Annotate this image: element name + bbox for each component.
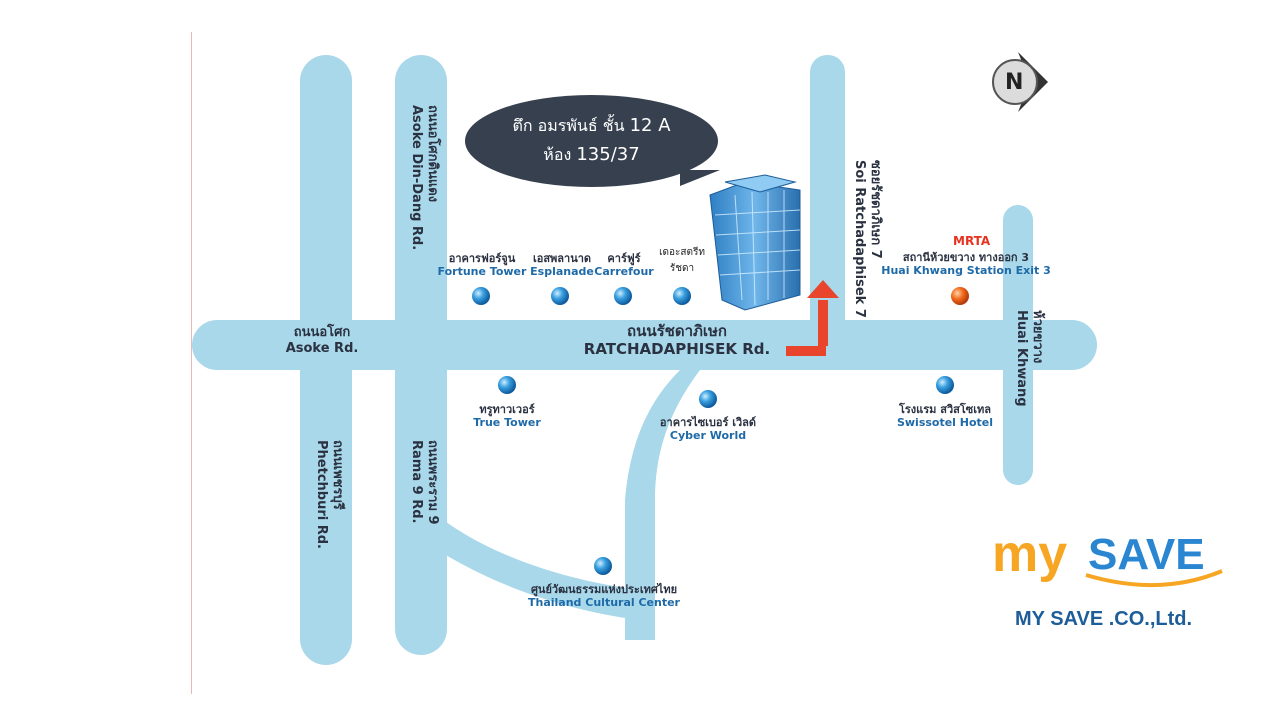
soi7-en: Soi Ratchadaphisek 7 (852, 160, 868, 318)
marker-fortune-icon (472, 287, 490, 305)
label-true-tower: ทรูทาวเวอร์ True Tower (473, 403, 541, 429)
label-soi-7-road: ซอยรัชดาภิเษก 7 Soi Ratchadaphisek 7 (852, 160, 883, 318)
label-huai-khwang-road: ห้วยขวาง Huai Khwang (1014, 310, 1045, 407)
road-soi-7 (810, 55, 845, 355)
place-markers (472, 287, 969, 575)
bubble-tail (680, 170, 720, 186)
roads (192, 55, 1097, 665)
swiss-en: Swissotel Hotel (896, 416, 994, 430)
route-arrow-icon (786, 280, 839, 356)
bubble-line-2: ห้อง 135/37 (465, 141, 718, 170)
bubble-line-1: ตึก อมรพันธ์ ชั้น 12 A (465, 112, 718, 141)
road-phetchburi (300, 55, 352, 665)
logo-my-text: my (992, 525, 1067, 583)
marker-carrefour-icon (614, 287, 632, 305)
soi7-th: ซอยรัชดาภิเษก 7 (868, 160, 883, 259)
carrefour-en: Carrefour (594, 265, 654, 279)
huaikhwang-en: Huai Khwang (1014, 310, 1030, 407)
esplanade-th: เอสพลานาด (532, 252, 592, 265)
huai-station-en: Huai Khwang Station Exit 3 (881, 264, 1051, 278)
label-asoke-road: ถนนอโศก Asoke Rd. (286, 325, 359, 356)
bubble-floor: 12 A (629, 115, 671, 137)
bubble-line-2-text: ห้อง (543, 145, 572, 164)
label-carrefour: คาร์ฟูร์ Carrefour (594, 252, 653, 278)
company-name: MY SAVE .CO.,Ltd. (1015, 608, 1193, 630)
label-ratchadaphisek-road: ถนนรัชดาภิเษก RATCHADAPHISEK Rd. (584, 322, 770, 358)
label-cyber-world: อาคารไซเบอร์ เวิลด์ Cyber World (660, 416, 756, 442)
north-compass-icon (992, 52, 1048, 112)
cultural-en: Thailand Cultural Center (528, 596, 680, 610)
true-en: True Tower (473, 416, 541, 430)
compass-letter: N (1005, 70, 1024, 95)
esplanade-en: Esplanade (530, 265, 594, 279)
bubble-line-1-text: ตึก อมรพันธ์ ชั้น (512, 116, 625, 136)
huaikhwang-th: ห้วยขวาง (1030, 310, 1045, 364)
office-building-icon (709, 174, 801, 311)
asoke-dindang-en: Asoke Din-Dang Rd. (409, 105, 425, 251)
fortune-en: Fortune Tower (437, 265, 527, 279)
asoke-dindang-th: ถนนอโศกดินแดง (425, 105, 440, 203)
street-th-1: เดอะสตรีท (659, 247, 705, 258)
mysave-logo: my SAVE (992, 525, 1223, 587)
label-huai-khwang-station: สถานีห้วยขวาง ทางออก 3 Huai Khwang Stati… (881, 251, 1051, 277)
marker-cyber-world-icon (699, 390, 717, 408)
road-rama9-curve (395, 470, 640, 620)
label-swissotel: โรงแรม สวิสโซเทล Swissotel Hotel (897, 403, 993, 429)
label-esplanade: เอสพลานาด Esplanade (530, 252, 594, 278)
marker-true-tower-icon (498, 376, 516, 394)
rama9-en: Rama 9 Rd. (409, 440, 425, 524)
asoke-th: ถนนอโศก (293, 325, 351, 340)
ratcha-en: RATCHADAPHISEK Rd. (583, 340, 771, 358)
address-bubble: ตึก อมรพันธ์ ชั้น 12 A ห้อง 135/37 (465, 95, 718, 187)
marker-the-street-icon (673, 287, 691, 305)
cyber-en: Cyber World (669, 429, 747, 443)
road-huai-khwang (1003, 205, 1033, 485)
phetchburi-th: ถนนเพชรบุรี (330, 440, 345, 510)
map-frame (191, 32, 772, 694)
marker-esplanade-icon (551, 287, 569, 305)
marker-swissotel-icon (936, 376, 954, 394)
label-asoke-dindang-road: ถนนอโศกดินแดง Asoke Din-Dang Rd. (409, 105, 440, 250)
logo-save-text: SAVE (1088, 530, 1205, 579)
road-cultural (625, 370, 700, 640)
logo-swoosh (1085, 569, 1223, 587)
cyber-th: อาคารไซเบอร์ เวิลด์ (659, 416, 757, 429)
label-the-street: เดอะสตรีท รัชดา (659, 247, 705, 275)
swiss-th: โรงแรม สวิสโซเทล (898, 403, 991, 416)
marker-cultural-center-icon (594, 557, 612, 575)
rama9-th: ถนนพระราม 9 (425, 440, 440, 525)
asoke-en: Asoke Rd. (285, 340, 359, 356)
label-rama9-road: ถนนพระราม 9 Rama 9 Rd. (409, 440, 440, 525)
huai-station-th: สถานีห้วยขวาง ทางออก 3 (902, 251, 1030, 264)
carrefour-th: คาร์ฟูร์ (607, 252, 641, 265)
label-cultural-center: ศูนย์วัฒนธรรมแห่งประเทศไทย Thailand Cult… (528, 583, 680, 609)
bubble-room: 135/37 (576, 144, 640, 165)
label-phetchburi-road: ถนนเพชรบุรี Phetchburi Rd. (314, 440, 345, 549)
ratcha-th: ถนนรัชดาภิเษก (627, 322, 727, 340)
fortune-th: อาคารฟอร์จูน (448, 252, 516, 265)
street-th-2: รัชดา (669, 263, 695, 274)
marker-mrt-station-icon (951, 287, 969, 305)
phetchburi-en: Phetchburi Rd. (314, 440, 330, 549)
label-mrta: MRTA (953, 234, 991, 248)
cultural-th: ศูนย์วัฒนธรรมแห่งประเทศไทย (530, 583, 678, 596)
true-th: ทรูทาวเวอร์ (479, 403, 535, 416)
label-fortune-tower: อาคารฟอร์จูน Fortune Tower (438, 252, 527, 278)
